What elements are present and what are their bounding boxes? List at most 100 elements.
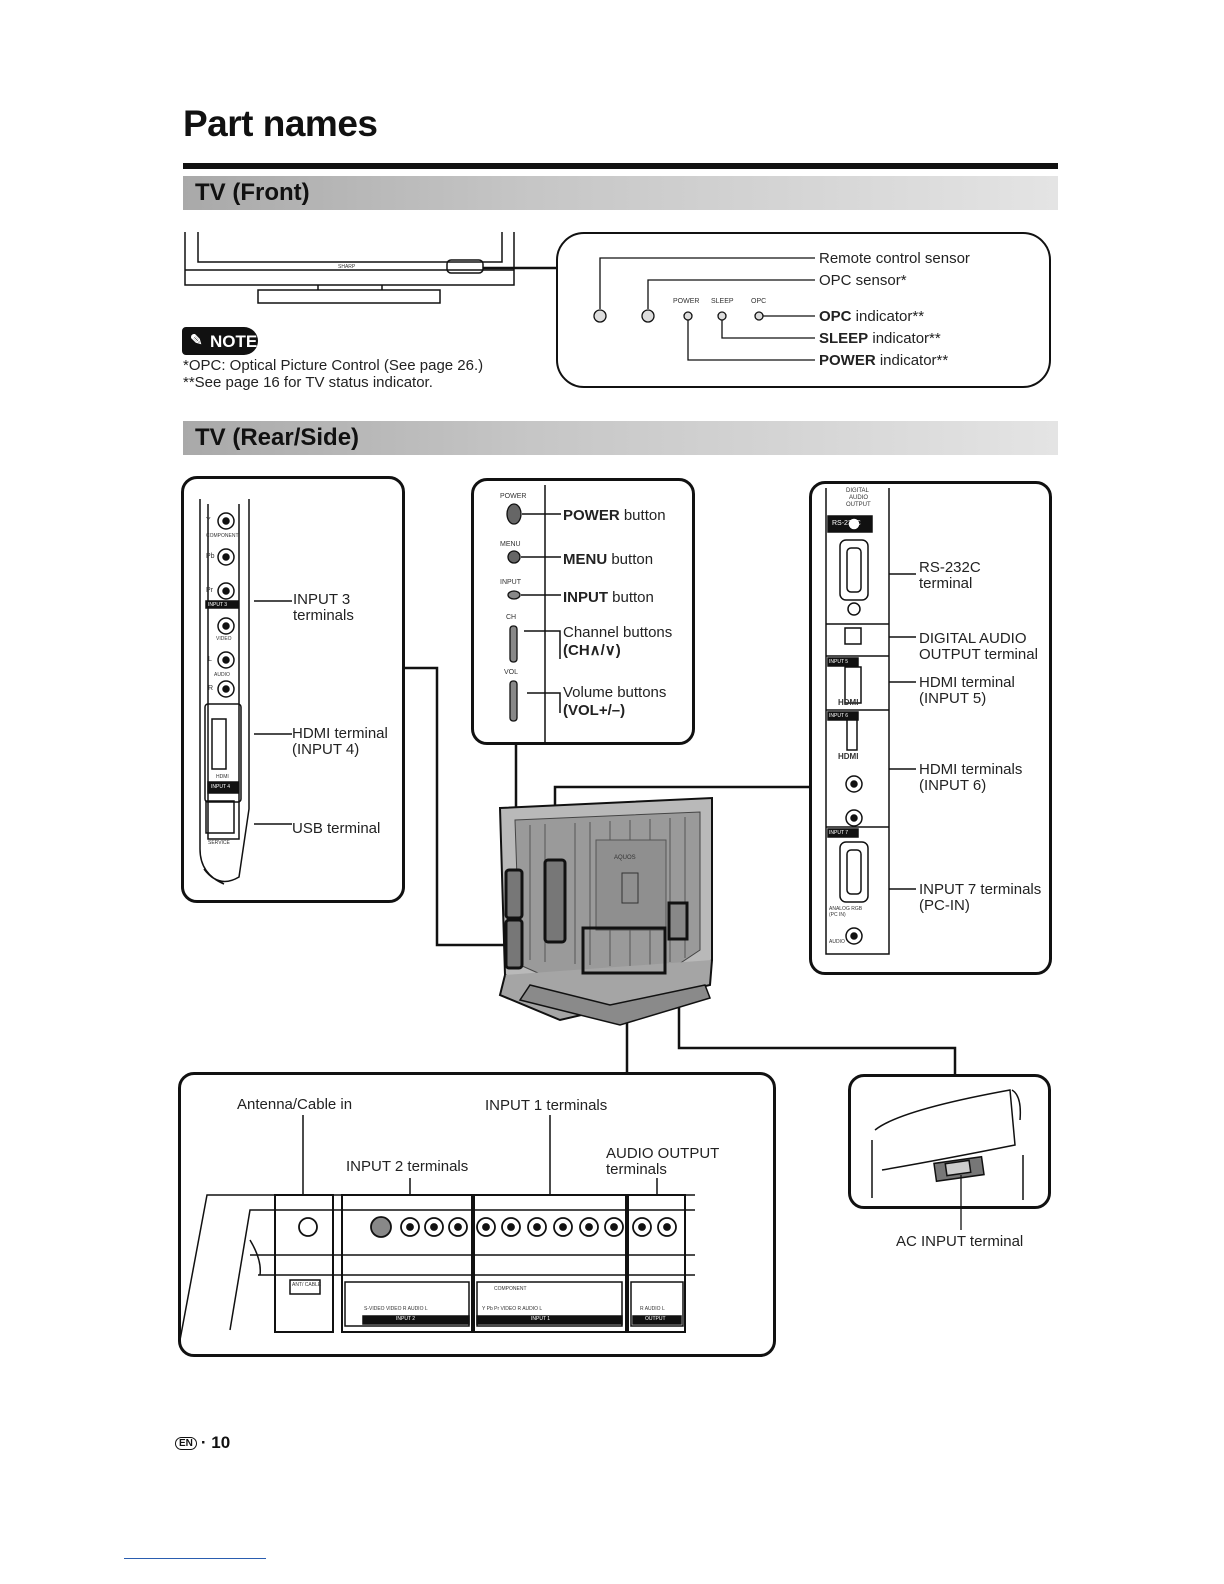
hdmi-small-6: HDMI (838, 752, 859, 761)
front-callout-lines (599, 257, 815, 361)
digital-small-2: AUDIO (849, 495, 869, 501)
input7-label-2: (PC-IN) (919, 897, 970, 914)
ac-box (848, 1074, 1051, 1209)
jack-label-pb: Pb (206, 553, 215, 560)
btn-menu-small: MENU (500, 541, 521, 548)
tv-logo: AQUOS (614, 855, 636, 861)
digital-audio-label-2: OUTPUT terminal (919, 646, 1038, 663)
section-band-rear: TV (Rear/Side) (183, 421, 1058, 455)
page-number: EN· 10 (175, 1433, 230, 1453)
remote-sensor-label: Remote control sensor (819, 250, 970, 267)
jack-label-component: COMPONENT (206, 533, 239, 539)
antenna-label: Antenna/Cable in (237, 1096, 353, 1113)
btn-input-small: INPUT (500, 579, 521, 586)
input3-label-1: INPUT 3 (293, 591, 351, 608)
jack-label-r: R (208, 685, 214, 692)
jack-label-video: VIDEO (216, 636, 232, 642)
tv-rear-drawing (498, 796, 713, 1026)
note-badge: ✎ NOTE (182, 327, 258, 355)
section-title-rear: TV (Rear/Side) (195, 424, 360, 451)
hdmi5-label-2: (INPUT 5) (919, 690, 987, 707)
section-band-front: TV (Front) (183, 176, 1058, 210)
input1-bar-small: INPUT 1 (531, 1316, 551, 1322)
input7-small: INPUT 7 (829, 830, 849, 836)
digital-small-3: OUTPUT (846, 502, 871, 508)
audio-output-label-1: AUDIO OUTPUT (606, 1145, 720, 1162)
audio-small: AUDIO (829, 939, 845, 945)
front-indicators (593, 309, 764, 323)
digital-small-1: DIGITAL (846, 488, 869, 494)
input5-small: INPUT 5 (829, 659, 849, 665)
input2-label: INPUT 2 terminals (346, 1158, 469, 1175)
power-indicator-label: POWER indicator** (819, 352, 949, 369)
right-panel-drawing (825, 488, 916, 955)
component-small: COMPONENT (494, 1286, 527, 1292)
sleep-indicator-label: SLEEP indicator** (819, 330, 941, 347)
lang-badge: EN (175, 1437, 197, 1450)
hdmi-small-5: HDMI (838, 698, 859, 707)
pc-in-small: (PC IN) (829, 912, 846, 918)
note-line-1: *OPC: Optical Picture Control (See page … (183, 357, 484, 374)
label-sleep-small: SLEEP (711, 298, 734, 305)
input1-jacks-small: Y Pb Pr VIDEO R AUDIO L (482, 1306, 543, 1312)
hdmi6-label-2: (INPUT 6) (919, 777, 987, 794)
page-title: Part names (183, 103, 378, 144)
input2-jacks-small: S-VIDEO VIDEO R AUDIO L (364, 1306, 428, 1312)
btn-ch-small: CH (506, 614, 517, 621)
ac-input-label: AC INPUT terminal (896, 1233, 1024, 1250)
input3-label-2: terminals (293, 607, 354, 624)
section-title-front: TV (Front) (195, 179, 310, 206)
rs232-small: RS-232C (832, 520, 861, 527)
right-panel-box: DIGITAL AUDIO OUTPUT RS-232C INPUT 5 HDM… (809, 481, 1052, 975)
side-panel-box: Y COMPONENT Pb Pr INPUT 3 VIDEO L AUDIO … (181, 476, 405, 903)
channel-buttons-label-1: Channel buttons (563, 624, 673, 641)
hdmi5-label-1: HDMI terminal (919, 674, 1015, 691)
hdmi6-label-1: HDMI terminals (919, 761, 1023, 778)
buttons-box: POWER MENU INPUT CH VOL POWER button MEN… (471, 478, 695, 745)
jack-label-service: SERVICE (208, 840, 230, 846)
opc-sensor-label: OPC sensor* (819, 272, 907, 289)
audio-output-label-2: terminals (606, 1161, 667, 1178)
jack-label-input4: INPUT 4 (211, 784, 231, 790)
jack-label-l: L (208, 656, 212, 663)
input2-bar-small: INPUT 2 (396, 1316, 416, 1322)
output-bar-small: OUTPUT (645, 1316, 666, 1322)
pencil-icon: ✎ (190, 332, 203, 349)
volume-buttons-label-2: (VOL+/–) (563, 702, 626, 719)
jack-label-hdmi: HDMI (216, 774, 229, 780)
label-opc-small: OPC (751, 298, 767, 305)
output-jacks-small: R AUDIO L (640, 1306, 665, 1312)
rs232-label-2: terminal (919, 575, 973, 592)
tv-brand: SHARP (338, 264, 356, 270)
rs232-label-1: RS-232C (919, 559, 981, 576)
hdmi4-label-1: HDMI terminal (292, 725, 388, 742)
jack-label-input3: INPUT 3 (208, 602, 228, 608)
bottom-jacks (298, 1216, 677, 1238)
buttons-drawing (506, 485, 561, 743)
tv-front-drawing (184, 232, 558, 304)
volume-buttons-label-1: Volume buttons (563, 684, 667, 701)
bottom-panel-lines (179, 1115, 695, 1341)
ac-detail (871, 1089, 1024, 1230)
input1-label: INPUT 1 terminals (485, 1097, 608, 1114)
jack-label-audio: AUDIO (214, 672, 230, 678)
btn-vol-small: VOL (504, 669, 519, 676)
jack-label-y: Y (206, 517, 211, 524)
note-line-2: **See page 16 for TV status indicator. (183, 374, 433, 391)
side-panel-drawing (199, 499, 292, 885)
front-panel-callout-box (556, 232, 1051, 388)
opc-indicator-label: OPC indicator** (819, 308, 925, 325)
jack-label-pr: Pr (206, 587, 213, 594)
ant-cable-small: ANT/ CABLE (292, 1282, 322, 1288)
footer-line (124, 1558, 266, 1559)
digital-audio-label-1: DIGITAL AUDIO (919, 630, 1027, 647)
input-button-label: INPUT button (563, 589, 654, 606)
title-rule (183, 163, 1058, 169)
bottom-panel-box (178, 1072, 776, 1357)
analog-rgb-small: ANALOG RGB (829, 906, 863, 912)
btn-power-small: POWER (500, 493, 527, 500)
hdmi4-label-2: (INPUT 4) (292, 741, 360, 758)
input6-small: INPUT 6 (829, 713, 849, 719)
input7-label-1: INPUT 7 terminals (919, 881, 1042, 898)
